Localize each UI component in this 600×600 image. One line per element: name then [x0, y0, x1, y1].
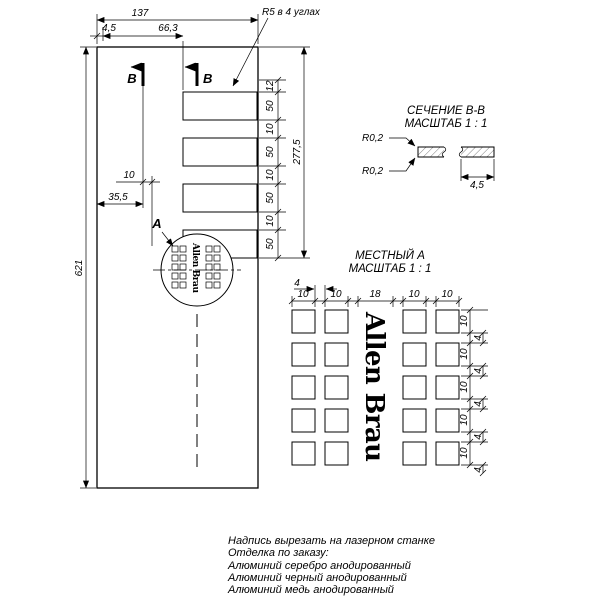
detail-top-dim: 10 [408, 289, 420, 300]
chain-dim: 50 [265, 192, 276, 204]
section-mark-left: В [127, 62, 145, 86]
dim-overall-length: 621 [74, 260, 85, 277]
chain-dim: 12 [265, 80, 276, 92]
chain-dim: 10 [265, 215, 276, 227]
section-mark-left-label: В [127, 71, 136, 86]
note-line: Алюминий серебро анодированный [227, 560, 411, 572]
note-line: Алюминий черный анодированный [227, 572, 407, 584]
dim-thickness: 4,5 [470, 180, 484, 191]
detail-right-dim: 10 [459, 414, 470, 426]
section-mark-right-label: В [203, 71, 212, 86]
detail-mark-label: А [151, 216, 161, 231]
detail-top-ticks [288, 297, 463, 305]
radius-callout-bottom: R0,2 [362, 166, 384, 177]
section-view-title: СЕЧЕНИЕ В-В [407, 105, 485, 117]
detail-right-dim: 4 [473, 401, 484, 407]
notes: Надпись вырезать на лазерном станке Отде… [227, 535, 435, 596]
detail-right-dim: 4 [473, 335, 484, 341]
detail-top-extension-lines [291, 285, 460, 307]
chain-dim: 50 [265, 100, 276, 112]
section-view: СЕЧЕНИЕ В-В МАСШТАБ 1 : 1 R0,2 R0,2 4,5 [362, 105, 495, 191]
detail-right-dim: 4 [473, 434, 484, 440]
chain-dim: 10 [265, 169, 276, 181]
detail-right-extension-lines [461, 309, 488, 466]
detail-view-scale: МАСШТАБ 1 : 1 [349, 263, 432, 275]
detail-view: МЕСТНЫЙ А МАСШТАБ 1 : 1 Allen Brau 10 10 [288, 249, 488, 477]
dim-center-from-edge: 35,5 [108, 192, 128, 203]
engraving-text-large: Allen Brau [359, 311, 389, 462]
note-line: Отделка по заказу: [228, 547, 329, 559]
engraving-text-small: Allen Brau [190, 242, 200, 293]
detail-top-dim: 18 [369, 289, 381, 300]
section-mark-right: В [184, 62, 212, 86]
slot [182, 137, 258, 167]
detail-right-dim: 4 [473, 368, 484, 374]
main-view-dimensions: 137 4,5 66,3 R5 в 4 углах В В [74, 7, 321, 489]
dim-overall-width: 137 [132, 8, 149, 19]
detail-top-dim: 10 [441, 289, 453, 300]
detail-right-dim: 4 [473, 467, 484, 473]
note-line: Алюминий медь анодированный [227, 584, 394, 596]
dim-edge-offset: 4,5 [102, 23, 116, 34]
chain-dim: 10 [265, 123, 276, 135]
right-chain-ticks [274, 76, 282, 262]
detail-top-dim: 10 [297, 289, 309, 300]
dim-slots-span: 277,5 [292, 139, 303, 165]
dim-slot-width: 66,3 [158, 23, 178, 34]
slot [182, 91, 258, 121]
radius-callout-top: R0,2 [362, 133, 384, 144]
detail-top-dim: 10 [330, 289, 342, 300]
main-view: Allen Brau [96, 46, 259, 489]
section-view-scale: МАСШТАБ 1 : 1 [405, 118, 488, 130]
chain-dim: 50 [265, 238, 276, 250]
detail-right-gap-lines [479, 329, 487, 477]
dim-center-offset: 10 [123, 170, 135, 181]
note-line: Надпись вырезать на лазерном станке [228, 535, 435, 547]
detail-gap-dim: 4 [294, 278, 300, 289]
detail-right-dim: 10 [459, 348, 470, 360]
detail-view-title: МЕСТНЫЙ А [355, 249, 425, 262]
detail-right-dim: 10 [459, 447, 470, 459]
note-corner-radius: R5 в 4 углах [262, 7, 321, 18]
chain-dim: 50 [265, 146, 276, 158]
detail-right-dim: 10 [459, 381, 470, 393]
detail-right-ticks [466, 306, 474, 469]
slot [182, 183, 258, 213]
engraving-preview: Allen Brau [171, 242, 221, 293]
detail-right-dim: 10 [459, 315, 470, 327]
engraving-grid: Allen Brau [291, 309, 460, 466]
